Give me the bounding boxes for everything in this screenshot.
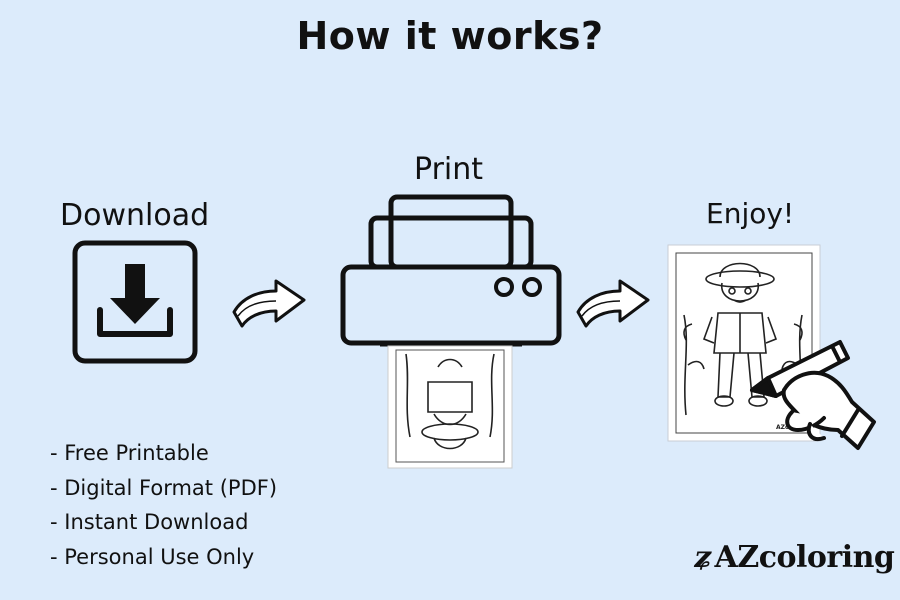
feature-item: - Free Printable (50, 441, 209, 465)
feature-item: - Digital Format (PDF) (50, 475, 278, 500)
step-print-label: Print (414, 152, 484, 187)
step-enjoy-label: Enjoy! (706, 197, 795, 230)
printer-icon (340, 194, 562, 469)
download-icon (72, 240, 198, 364)
feature-item: - Personal Use Only (50, 544, 255, 569)
brand-mark: ʑ (694, 540, 711, 575)
feature-list: - Free Printable - Digital Format (PDF) … (50, 436, 277, 574)
arrow-right-icon (232, 279, 306, 328)
feature-item: - Instant Download (50, 510, 249, 534)
hand-pencil-icon (750, 340, 876, 450)
arrow-right-icon (576, 279, 650, 328)
page-title: How it works? (296, 14, 604, 58)
brand-name: AZcoloring (714, 540, 895, 575)
step-download-label: Download (60, 198, 210, 233)
